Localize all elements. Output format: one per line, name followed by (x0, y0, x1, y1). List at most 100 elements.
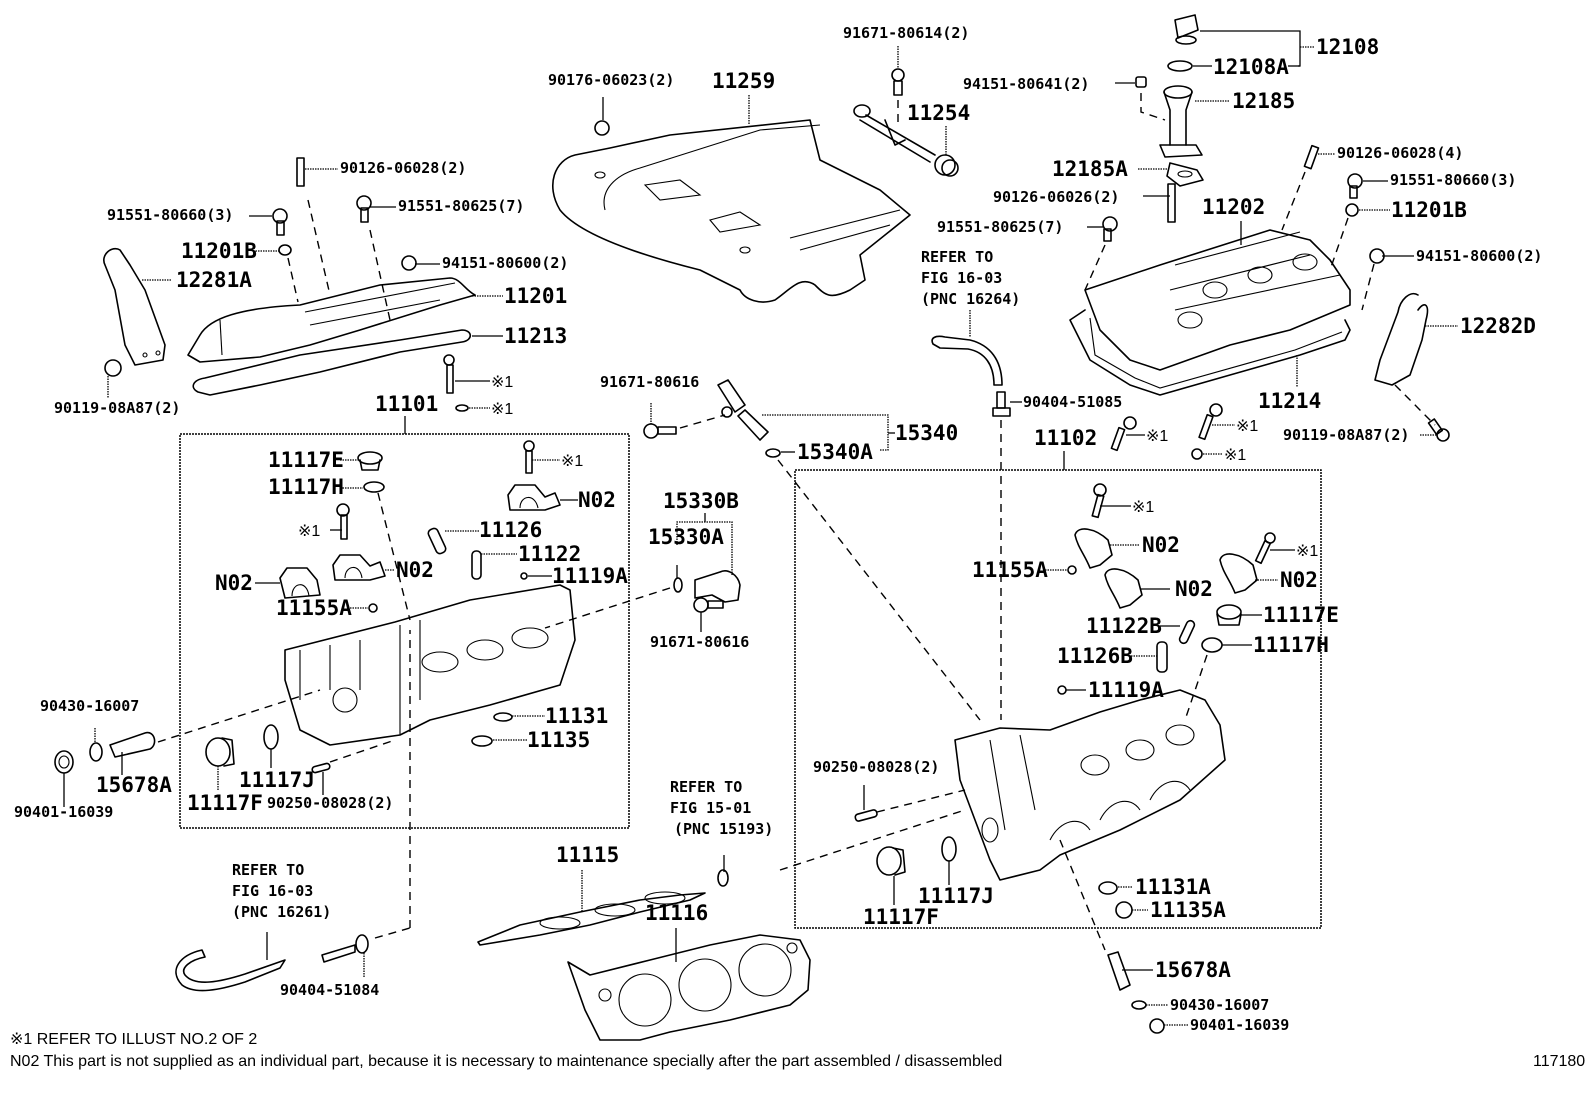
part-label-91551-80625-r[interactable]: 91551-80625(7) (937, 218, 1063, 236)
ref-mark-1-h[interactable]: ※1 (1132, 499, 1154, 516)
part-label-94151-80600-r[interactable]: 94151-80600(2) (1416, 247, 1542, 265)
part-label-11117E-l[interactable]: 11117E (268, 448, 344, 472)
part-label-11254[interactable]: 11254 (907, 101, 970, 125)
part-label-94151-80641[interactable]: 94151-80641(2) (963, 75, 1089, 93)
refer-15193-line2[interactable]: FIG 15-01 (670, 799, 751, 817)
gasket-11115-icon (477, 891, 706, 946)
part-label-90176-06023[interactable]: 90176-06023(2) (548, 71, 674, 89)
part-label-15330A[interactable]: 15330A (648, 525, 724, 549)
part-label-12282D[interactable]: 12282D (1460, 314, 1536, 338)
part-label-15340[interactable]: 15340 (895, 421, 958, 445)
part-label-n02-b[interactable]: N02 (396, 558, 434, 582)
part-label-90119-08A87-r[interactable]: 90119-08A87(2) (1283, 426, 1409, 444)
part-label-91671-80616-top[interactable]: 91671-80616 (600, 373, 699, 391)
part-label-90119-08A87-l[interactable]: 90119-08A87(2) (54, 399, 180, 417)
part-label-90401-16039-l[interactable]: 90401-16039 (14, 803, 113, 821)
part-label-90126-06026[interactable]: 90126-06026(2) (993, 188, 1119, 206)
ref-mark-1-d[interactable]: ※1 (491, 374, 513, 391)
part-label-12281A[interactable]: 12281A (176, 268, 252, 292)
part-label-11135A[interactable]: 11135A (1150, 898, 1226, 922)
part-label-11117F-r[interactable]: 11117F (863, 905, 939, 929)
ref-mark-1-e[interactable]: ※1 (491, 401, 513, 418)
part-label-11131A[interactable]: 11131A (1135, 875, 1211, 899)
bracket-11254-icon (853, 104, 959, 177)
refer-16264-line2[interactable]: FIG 16-03 (921, 269, 1002, 287)
refer-15193-line3[interactable]: (PNC 15193) (674, 820, 773, 838)
part-label-91551-80660-r[interactable]: 91551-80660(3) (1390, 171, 1516, 189)
ref-mark-1-c[interactable]: ※1 (1224, 447, 1246, 464)
ref-mark-1-a[interactable]: ※1 (1146, 428, 1168, 445)
part-label-11101[interactable]: 11101 (375, 392, 438, 416)
ref-mark-1-g[interactable]: ※1 (561, 453, 583, 470)
part-label-11117F-l[interactable]: 11117F (187, 791, 263, 815)
part-label-11201[interactable]: 11201 (504, 284, 567, 308)
part-label-12185A[interactable]: 12185A (1052, 157, 1128, 181)
part-label-n02-a[interactable]: N02 (578, 488, 616, 512)
part-label-90404-51084[interactable]: 90404-51084 (280, 981, 379, 999)
part-label-11117E-r[interactable]: 11117E (1263, 603, 1339, 627)
part-label-11115[interactable]: 11115 (556, 843, 619, 867)
part-label-11135[interactable]: 11135 (527, 728, 590, 752)
part-label-12108[interactable]: 12108 (1316, 35, 1379, 59)
cylinder-head-cover-11202-icon (1084, 229, 1351, 371)
part-label-90126-06028-4[interactable]: 90126-06028(4) (1337, 144, 1463, 162)
refer-16264-line3[interactable]: (PNC 16264) (921, 290, 1020, 308)
part-label-11119A-l[interactable]: 11119A (552, 564, 628, 588)
part-label-12108A[interactable]: 12108A (1213, 55, 1289, 79)
part-label-11117H-r[interactable]: 11117H (1253, 633, 1329, 657)
part-label-90404-51085[interactable]: 90404-51085 (1023, 393, 1122, 411)
plug-11117E-l-icon (357, 451, 383, 471)
part-label-11259[interactable]: 11259 (712, 69, 775, 93)
part-label-91551-80660-l[interactable]: 91551-80660(3) (107, 206, 233, 224)
part-label-91671-80616-bot[interactable]: 91671-80616 (650, 633, 749, 651)
part-label-11213[interactable]: 11213 (504, 324, 567, 348)
part-label-94151-80600-l[interactable]: 94151-80600(2) (442, 254, 568, 272)
part-label-11117J-r[interactable]: 11117J (918, 884, 994, 908)
part-label-11126[interactable]: 11126 (479, 518, 542, 542)
part-label-90401-16039-r[interactable]: 90401-16039 (1190, 1016, 1289, 1034)
guide-91551-80625-l (369, 229, 391, 321)
part-label-11201B-r[interactable]: 11201B (1391, 198, 1467, 222)
part-label-11201B-l[interactable]: 11201B (181, 239, 257, 263)
bolt-91551-80625-l-icon (356, 195, 372, 223)
part-label-90250-08028-l[interactable]: 90250-08028(2) (267, 794, 393, 812)
refer-16261-line1[interactable]: REFER TO (232, 861, 304, 879)
gasket-90430-16007-l-icon (89, 742, 103, 762)
part-label-15330B[interactable]: 15330B (663, 489, 739, 513)
part-label-11102[interactable]: 11102 (1034, 426, 1097, 450)
part-label-90430-16007-r[interactable]: 90430-16007 (1170, 996, 1269, 1014)
ref-mark-1-f[interactable]: ※1 (298, 523, 320, 540)
part-label-11116[interactable]: 11116 (645, 901, 708, 925)
part-label-n02-f[interactable]: N02 (1280, 568, 1318, 592)
part-label-90126-06028-2[interactable]: 90126-06028(2) (340, 159, 466, 177)
part-label-91671-80614[interactable]: 91671-80614(2) (843, 24, 969, 42)
part-label-11155A-r[interactable]: 11155A (972, 558, 1048, 582)
part-label-91551-80625-l[interactable]: 91551-80625(7) (398, 197, 524, 215)
part-label-15678A-l[interactable]: 15678A (96, 773, 172, 797)
part-label-11119A-r[interactable]: 11119A (1088, 678, 1164, 702)
part-label-15340A[interactable]: 15340A (797, 440, 873, 464)
cylinder-head-cover-11201-icon (187, 277, 476, 363)
refer-15193-line1[interactable]: REFER TO (670, 778, 742, 796)
part-label-90430-16007-l[interactable]: 90430-16007 (40, 697, 139, 715)
part-label-15678A-r[interactable]: 15678A (1155, 958, 1231, 982)
part-label-11117H-l[interactable]: 11117H (268, 475, 344, 499)
part-label-11126B[interactable]: 11126B (1057, 644, 1133, 668)
refer-16261-line2[interactable]: FIG 16-03 (232, 882, 313, 900)
part-label-90250-08028-r[interactable]: 90250-08028(2) (813, 758, 939, 776)
part-label-n02-d[interactable]: N02 (1142, 533, 1180, 557)
part-label-11131[interactable]: 11131 (545, 704, 608, 728)
part-label-11202[interactable]: 11202 (1202, 195, 1265, 219)
part-label-11155A-l[interactable]: 11155A (276, 596, 352, 620)
refer-16261-line3[interactable]: (PNC 16261) (232, 903, 331, 921)
refer-16264-line1[interactable]: REFER TO (921, 248, 993, 266)
part-label-11122B[interactable]: 11122B (1086, 614, 1162, 638)
part-label-11214[interactable]: 11214 (1258, 389, 1321, 413)
part-label-12185[interactable]: 12185 (1232, 89, 1295, 113)
part-label-11122[interactable]: 11122 (518, 542, 581, 566)
ref-mark-1-i[interactable]: ※1 (1296, 543, 1318, 560)
part-label-n02-c[interactable]: N02 (215, 571, 253, 595)
ref-mark-1-b[interactable]: ※1 (1236, 418, 1258, 435)
part-label-11117J-l[interactable]: 11117J (239, 768, 315, 792)
part-label-n02-e[interactable]: N02 (1175, 577, 1213, 601)
